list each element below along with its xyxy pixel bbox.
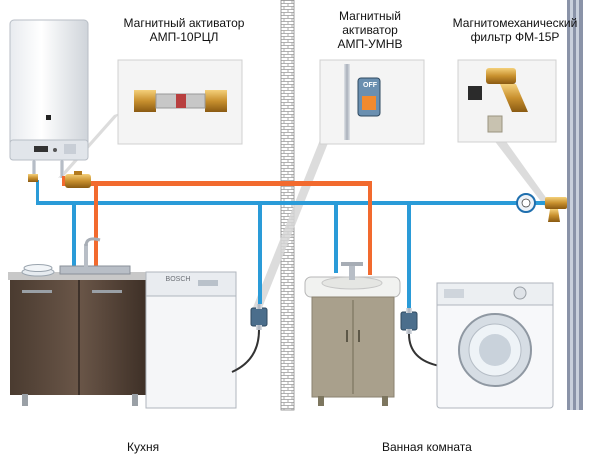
label-filter-line2: фильтр ФМ-15Р xyxy=(470,30,560,44)
label-activator-10-line2: АМП-10РЦЛ xyxy=(149,30,219,44)
hot-water-pipes xyxy=(62,176,372,275)
pointer-lines xyxy=(58,113,552,310)
label-filter-line1: Магнитомеханический xyxy=(452,16,578,30)
gas-boiler xyxy=(9,19,89,178)
photo-activator-umnv xyxy=(319,59,425,145)
filter-on-pipe xyxy=(545,197,567,222)
label-activator-umnv-line3: АМП-УМНВ xyxy=(337,37,403,51)
riser-pipes xyxy=(567,0,583,410)
room-bathroom: Ванная комната xyxy=(382,440,472,454)
dishwasher-activator xyxy=(231,304,268,373)
room-kitchen: Кухня xyxy=(127,440,160,454)
photo-filter xyxy=(457,59,557,143)
boiler-activator xyxy=(28,171,91,188)
activator-off-text: OFF xyxy=(363,82,377,89)
label-filter: Магнитомеханический фильтр ФМ-15Р xyxy=(440,16,590,44)
dishwasher-brand: BOSCH xyxy=(165,276,191,283)
cold-water-pipes xyxy=(36,180,567,316)
label-activator-umnv-line1: Магнитный xyxy=(339,9,401,23)
label-activator-10: Магнитный активатор АМП-10РЦЛ xyxy=(104,16,264,44)
label-activator-10-line1: Магнитный активатор xyxy=(123,16,245,30)
bathroom-vanity xyxy=(304,262,401,406)
dishwasher xyxy=(145,271,237,409)
label-activator-umnv-line2: активатор xyxy=(342,23,398,37)
photo-activator-10 xyxy=(117,59,243,145)
washer-activator xyxy=(400,308,441,367)
washing-machine xyxy=(436,282,554,409)
kitchen-cabinet xyxy=(8,237,148,406)
water-meter xyxy=(516,193,536,213)
label-activator-umnv: Магнитный активатор АМП-УМНВ xyxy=(310,9,430,51)
